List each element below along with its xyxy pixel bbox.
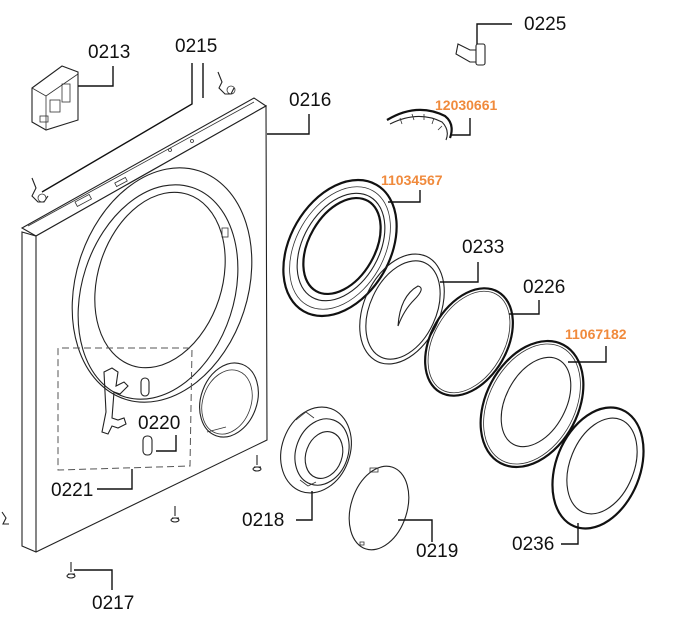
- part-label-11067182[interactable]: 11067182: [565, 326, 627, 342]
- leader-line-0219: [398, 519, 433, 542]
- part-label-0217[interactable]: 0217: [92, 593, 134, 614]
- leader-line-0236: [561, 523, 579, 545]
- part-label-11034567[interactable]: 11034567: [381, 172, 443, 188]
- part-label-0216[interactable]: 0216: [289, 90, 331, 111]
- part-label-0225[interactable]: 0225: [524, 14, 566, 35]
- pump-housing-part[interactable]: [269, 397, 363, 503]
- leader-line-0216: [267, 114, 310, 135]
- screw-part[interactable]: [66, 455, 262, 579]
- door-hinge-part[interactable]: [386, 108, 453, 141]
- part-label-0220[interactable]: 0220: [138, 413, 180, 434]
- part-label-0219[interactable]: 0219: [416, 541, 458, 562]
- leader-line-12030661: [450, 118, 471, 136]
- part-label-0221[interactable]: 0221: [51, 480, 93, 501]
- leader-line-0221: [97, 469, 133, 490]
- door-seal-ring-part[interactable]: [407, 273, 531, 411]
- part-label-0233[interactable]: 0233: [462, 237, 504, 258]
- part-label-12030661[interactable]: 12030661: [435, 97, 498, 113]
- control-module-part[interactable]: [31, 65, 79, 131]
- part-label-0218[interactable]: 0218: [242, 510, 284, 531]
- hinge-bracket-part[interactable]: [1, 71, 236, 525]
- door-glass-part[interactable]: [343, 240, 461, 377]
- leader-line-0233: [440, 262, 479, 283]
- leader-line-0217: [74, 569, 113, 590]
- leader-line-11034567: [388, 190, 421, 203]
- leader-line-0220: [156, 435, 177, 452]
- part-label-0213[interactable]: 0213: [88, 42, 130, 63]
- part-label-0226[interactable]: 0226: [523, 277, 565, 298]
- outer-door-frame-part[interactable]: [460, 323, 604, 485]
- leader-line-0215a: [41, 63, 193, 193]
- push-button-part[interactable]: [455, 43, 486, 66]
- door-trim-ring-part[interactable]: [535, 394, 660, 542]
- leader-line-0226: [509, 300, 540, 315]
- inner-door-frame-part[interactable]: [260, 160, 420, 336]
- leader-line-0218: [296, 491, 313, 521]
- pin-part[interactable]: [142, 435, 153, 456]
- part-label-0215[interactable]: 0215: [175, 36, 217, 57]
- service-flap-part[interactable]: [339, 458, 419, 557]
- door-catch-kit-part[interactable]: [57, 347, 193, 471]
- leader-line-0225: [476, 23, 512, 44]
- leader-line-11067182: [568, 346, 607, 363]
- part-label-0236[interactable]: 0236: [512, 534, 554, 555]
- leader-line-0213: [78, 66, 114, 87]
- front-panel-part[interactable]: [20, 97, 281, 553]
